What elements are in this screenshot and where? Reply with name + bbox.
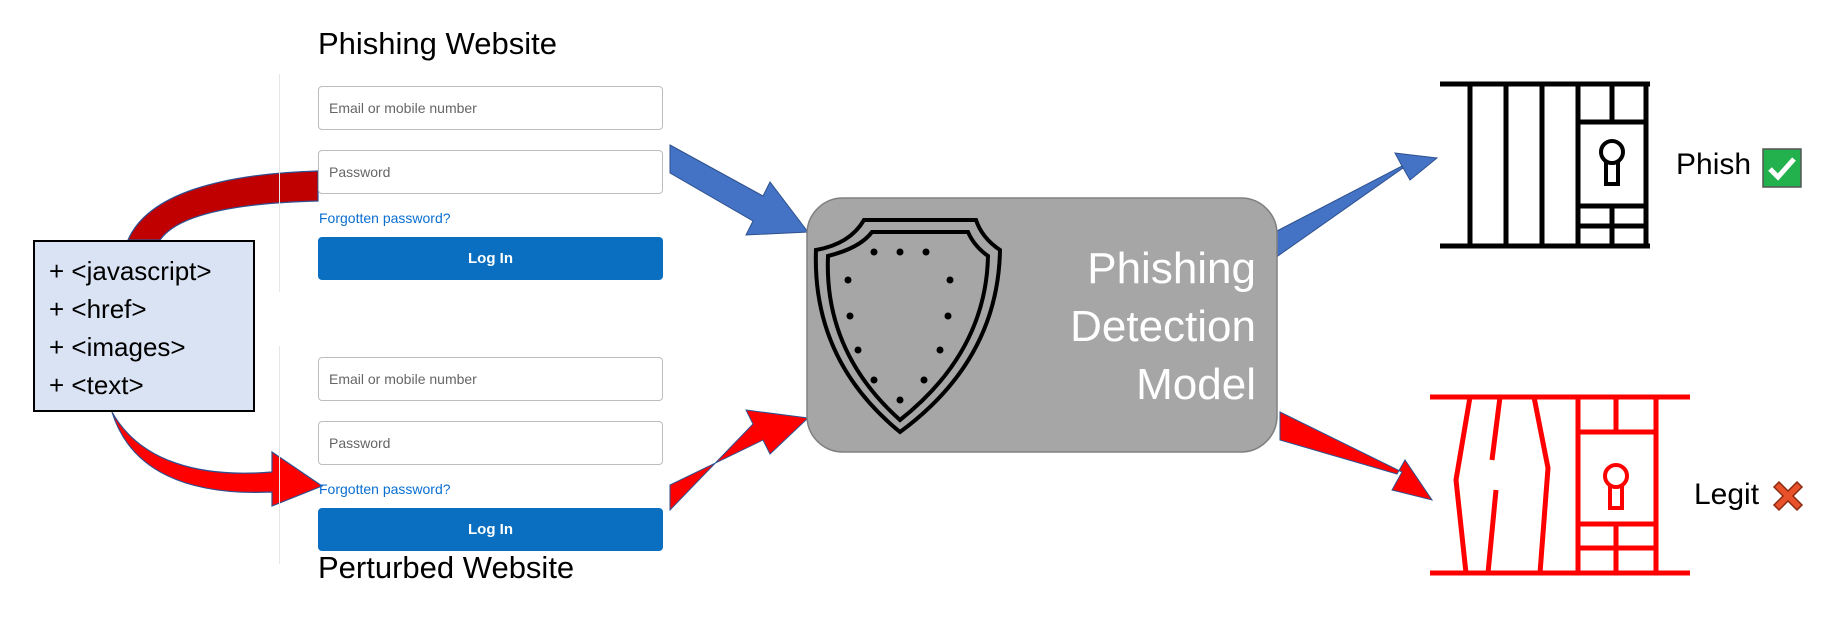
model-label: Phishing Detection Model [1020,240,1256,414]
phish-label: Phish [1676,148,1752,181]
arrow-perturbed-to-model [669,409,810,512]
cross-icon [1772,480,1804,512]
password-field[interactable]: Password [318,421,663,465]
perturbation-box: + <javascript> + <href> + <images> + <te… [33,240,255,412]
legit-label: Legit [1694,478,1760,511]
arrow-model-to-phish [1274,152,1439,259]
model-label-line: Detection [1070,302,1256,351]
email-field[interactable]: Email or mobile number [318,357,663,401]
forgotten-password-link[interactable]: Forgotten password? [319,481,451,497]
padlock-keyhole-icon [1599,139,1625,186]
model-label-line: Phishing [1087,244,1256,293]
arrow-phish-to-model [669,144,809,236]
perturbation-item: + <javascript> [49,256,212,286]
perturbation-item: + <images> [49,332,186,362]
check-icon [1762,148,1802,188]
model-label-line: Model [1136,360,1256,409]
model-box [806,197,1278,453]
forgotten-password-link[interactable]: Forgotten password? [319,210,451,226]
locked-cage-icon [1440,81,1650,249]
curved-arrow-upper [127,170,319,241]
red-keyhole-icon [1603,463,1629,510]
broken-cage-icon [1430,394,1690,576]
perturbation-item: + <href> [49,294,147,324]
login-button[interactable]: Log In [318,508,663,551]
shield-icon [813,218,1003,435]
curved-arrow-lower [111,411,324,507]
perturbation-item: + <text> [49,370,144,400]
perturbed-website-title: Perturbed Website [318,550,575,585]
divider [279,346,280,564]
phishing-website-title: Phishing Website [318,26,557,61]
email-field[interactable]: Email or mobile number [318,86,663,130]
arrow-model-to-legit [1279,411,1434,501]
password-field[interactable]: Password [318,150,663,194]
login-button[interactable]: Log In [318,237,663,280]
divider [279,74,280,292]
